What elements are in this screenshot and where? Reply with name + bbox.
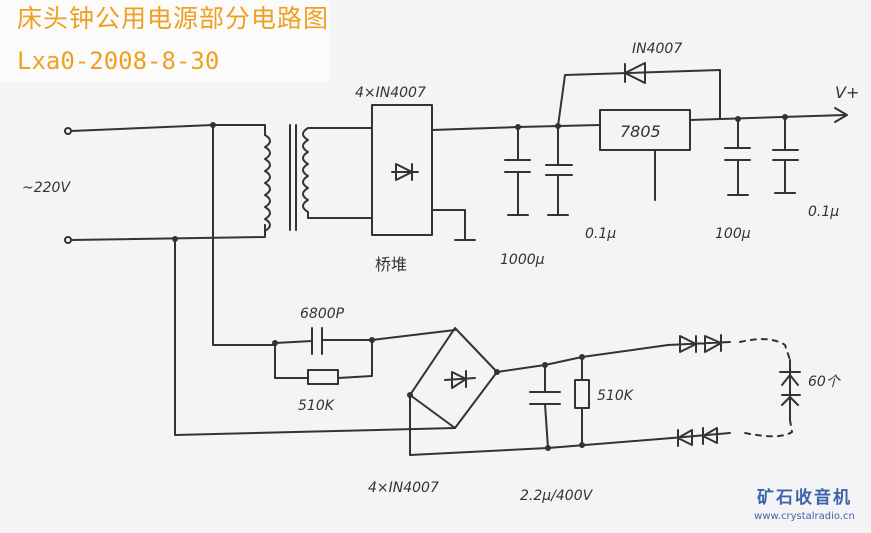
led-string-top [667,334,731,353]
output-label: V+ [835,83,859,102]
r-drop-label: 510K [298,398,336,414]
wire [371,329,456,341]
bridge-rectifier-bottom [409,327,498,429]
wire [212,124,276,346]
wire [174,238,456,436]
led-icon [779,359,801,421]
bridge-rectifier-top [371,104,433,236]
capacitor-6800p [274,327,373,355]
bridge-bottom-label: 4×IN4007 [368,480,439,496]
wire [274,339,373,379]
c-filter-label: 2.2μ/400V [520,488,594,504]
wire [70,224,266,241]
r-bleed-label: 510K [597,388,635,404]
led-count-label: 60个 [808,374,842,390]
ground-wire [431,209,476,241]
capacitor-c2 [545,125,573,216]
c4-label: 0.1μ [808,204,839,220]
resistor-510k [307,369,339,385]
c2-label: 0.1μ [585,226,616,242]
title-block: 床头钟公用电源部分电路图 Lxa0-2008-8-30 [0,0,330,82]
ac-input-label: ~220V [22,180,71,196]
led-chain-continuation [739,338,793,438]
diode-icon [391,163,419,181]
transformer-primary [264,134,271,232]
capacitor-2u2 [529,364,561,449]
wire [70,124,266,136]
capacitor-c4 [772,116,799,194]
c1-label: 1000μ [500,252,545,268]
output-wire [689,107,848,123]
protection-diode-icon [624,62,646,84]
diagram-title: 床头钟公用电源部分电路图 [17,4,330,33]
positive-rail [496,344,669,373]
diagram-date: Lxa0-2008-8-30 [17,47,220,75]
watermark-url: www.crystalradio.cn [754,511,855,522]
resistor-bleed-510k [574,379,590,409]
protection-diode-label: IN4007 [632,41,682,57]
capacitor-c1 [504,126,531,216]
capacitor-c3 [724,118,751,196]
transformer-secondary [302,127,373,219]
bridge-top-label: 4×IN4007 [355,85,426,101]
diode-icon [444,370,476,389]
led-string-bottom [671,427,731,447]
regulator-7805 [599,109,691,151]
watermark: 矿石收音机 www.crystalradio.cn [738,486,871,524]
negative-rail [409,394,673,456]
c3-label: 100μ [715,226,751,242]
bridge-note: 桥堆 [375,255,407,274]
watermark-cn: 矿石收音机 [757,488,852,508]
wire [557,69,721,127]
regulator-label: 7805 [620,122,661,141]
transformer-core [289,124,297,231]
c-drop-label: 6800P [300,306,345,322]
